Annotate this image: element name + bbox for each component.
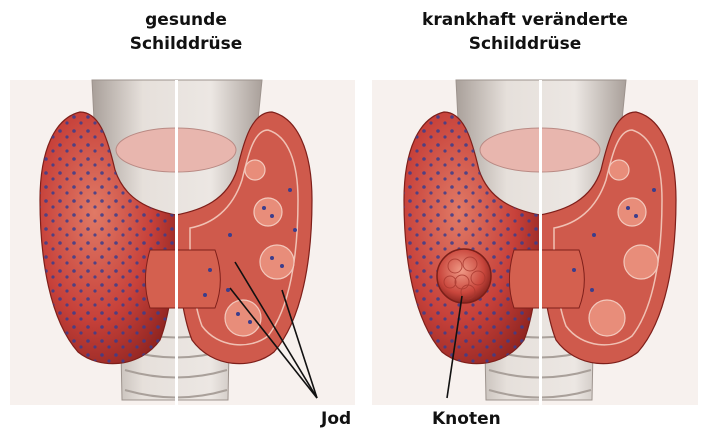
diseased-divider bbox=[539, 80, 542, 405]
diseased-thyroid-figure bbox=[372, 80, 698, 405]
healthy-thyroid-figure bbox=[10, 80, 355, 405]
label-nodule: Knoten bbox=[432, 409, 501, 429]
healthy-divider bbox=[175, 80, 178, 405]
healthy-isthmus bbox=[146, 250, 221, 308]
diseased-isthmus bbox=[510, 250, 585, 308]
nodule bbox=[437, 249, 491, 303]
label-iodine: Jod bbox=[321, 409, 351, 429]
